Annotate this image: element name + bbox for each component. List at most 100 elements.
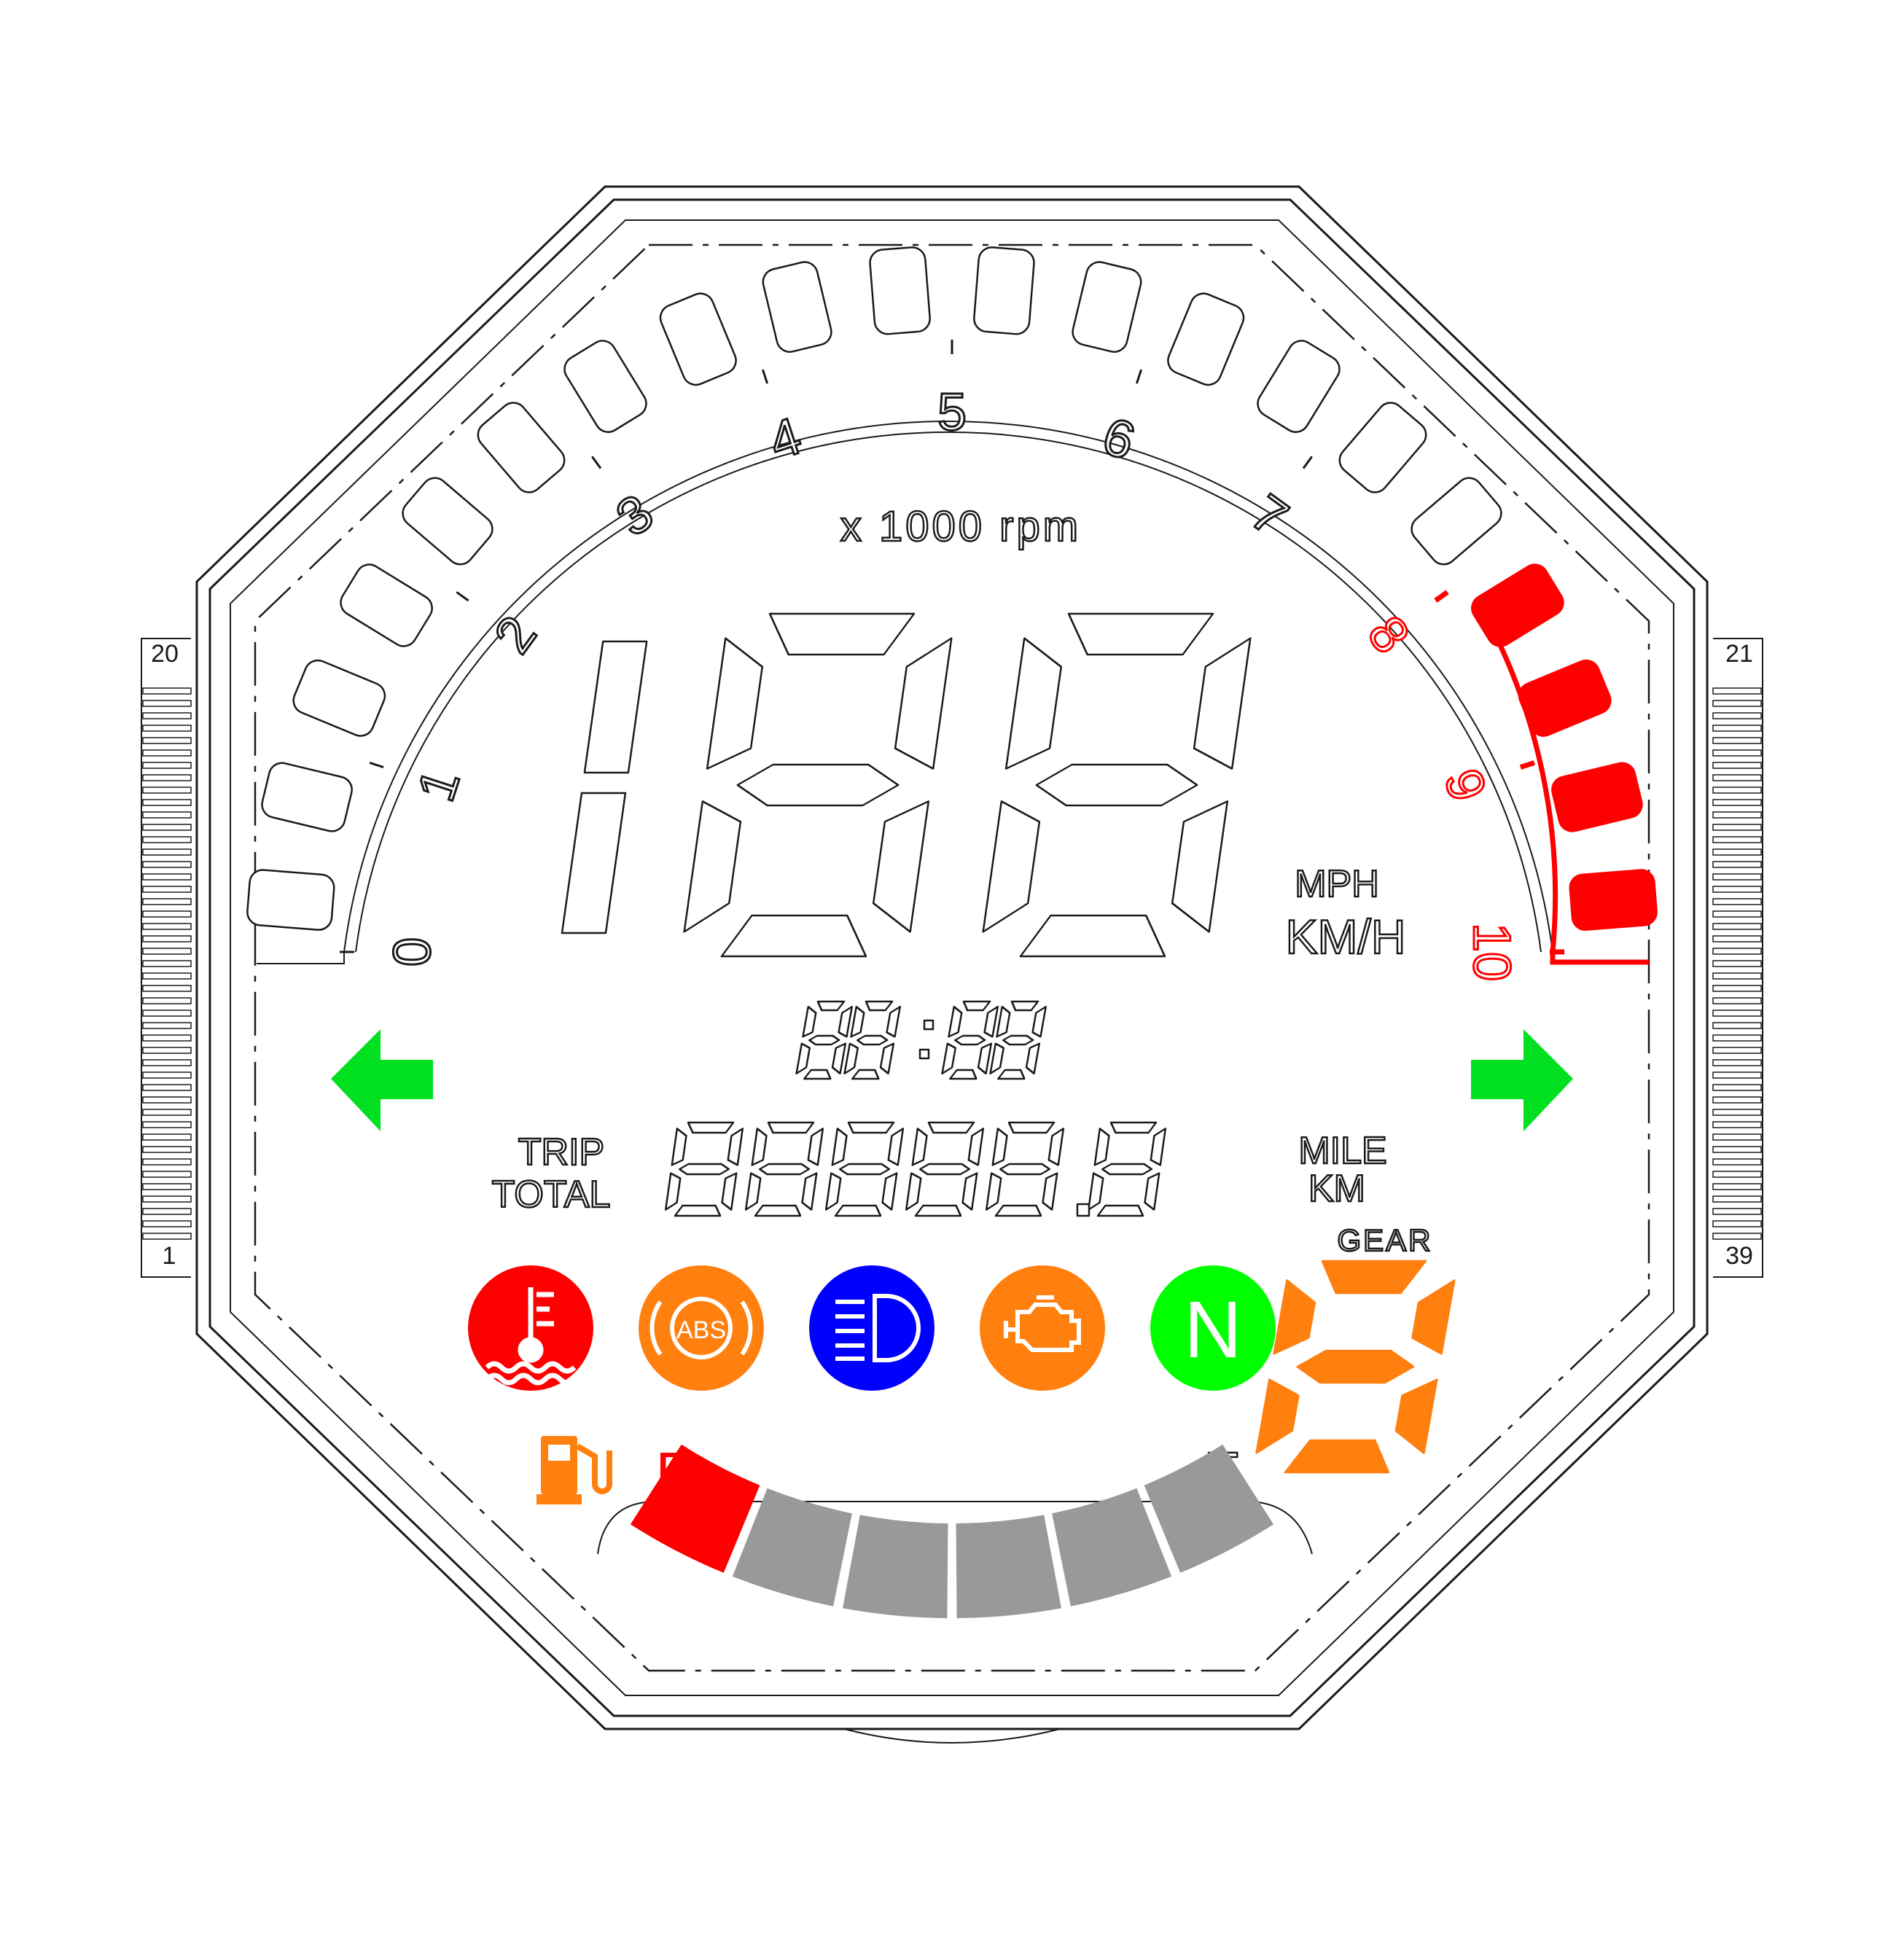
digit-segment [744, 1172, 762, 1211]
digit-segment [802, 1005, 817, 1038]
clock-display [795, 1000, 1047, 1080]
connector-pin [1712, 1121, 1762, 1128]
odometer-unit-km: KM [1308, 1168, 1365, 1210]
tachometer-segment [563, 340, 647, 433]
connector-pin [1712, 985, 1762, 992]
digit-segment [807, 1128, 824, 1166]
connector-pin [142, 712, 192, 719]
gear-digit-glyph [1255, 1260, 1456, 1474]
connector-pin [142, 1146, 192, 1153]
digit-segment [831, 1128, 848, 1166]
connector-pin [142, 836, 192, 843]
connector-pin [1712, 1071, 1762, 1079]
digit-segment [865, 1000, 894, 1012]
odometer-display: TRIP TOTAL MILE KM [491, 1121, 1388, 1217]
digit-segment [1255, 1378, 1300, 1454]
digit-segment [1171, 800, 1229, 933]
digit-segment [997, 1069, 1026, 1080]
connector-pin [1712, 898, 1762, 905]
connector-pin [142, 923, 192, 930]
tachometer-segment-redline [1569, 869, 1658, 931]
gear-digit [1255, 1260, 1456, 1474]
tachometer-scale-label: 9 [1433, 762, 1497, 808]
tachometer-segment-redline [1471, 563, 1564, 647]
tachometer-segment [1167, 292, 1245, 386]
connector-pin [1712, 786, 1762, 794]
digit-segment [989, 1042, 1005, 1075]
tachometer-scale-label: 10 [1462, 923, 1521, 981]
digit-segment [941, 1042, 957, 1075]
digit-segment [824, 1172, 842, 1211]
digit-segment [674, 1204, 722, 1217]
digit-segment [886, 1005, 901, 1038]
connector-pin [142, 1047, 192, 1054]
connector-pin [142, 700, 192, 707]
digit-segment [894, 637, 953, 770]
connector-pin [1712, 799, 1762, 806]
connector-pin [1712, 1084, 1762, 1091]
digit-segment [768, 612, 916, 656]
tachometer-segment [1338, 402, 1427, 493]
connector-pin [142, 1158, 192, 1166]
digit-segment [803, 1069, 832, 1080]
digit-segment [1296, 1349, 1415, 1384]
tachometer-scale-label: 0 [383, 937, 442, 967]
fuel-segment [843, 1515, 948, 1618]
tachometer-segment [340, 563, 433, 647]
odometer-label-trip: TRIP [518, 1131, 604, 1174]
right-turn-arrow-icon [1471, 1029, 1573, 1131]
digit-segment [856, 1034, 889, 1046]
connector-pin [142, 948, 192, 955]
connector-pin [142, 1109, 192, 1116]
connector-pin [142, 985, 192, 992]
digit-segment [881, 1172, 898, 1211]
digit-segment [683, 800, 742, 933]
digit-segment [1004, 637, 1063, 770]
fuel-gauge: E F [537, 1436, 1313, 1618]
odometer-digit [1087, 1121, 1167, 1217]
digit-segment [795, 1042, 811, 1075]
connector-pin [1712, 972, 1762, 980]
connector-pin [1712, 848, 1762, 856]
tachometer-segment [261, 762, 353, 832]
digit-segment [994, 1204, 1042, 1217]
connector-pin [142, 1171, 192, 1178]
coolant-temperature-indicator [468, 1265, 593, 1391]
digit-segment [948, 1005, 963, 1038]
odometer-digit [824, 1121, 905, 1217]
digit-segment [720, 914, 867, 958]
speed-display: MPH KM/H [561, 612, 1407, 964]
tachometer-tick [761, 369, 769, 384]
connector-pin [1712, 687, 1762, 695]
connector-pin [142, 1084, 192, 1091]
digit-segment [879, 1042, 895, 1075]
digit-segment [850, 1005, 865, 1038]
clock-digit [795, 1000, 853, 1080]
digit-segment [1047, 1128, 1065, 1166]
digit-segment [991, 1128, 1008, 1166]
connector-pin [1712, 935, 1762, 942]
connector-pin [142, 1010, 192, 1017]
digit-segment [982, 800, 1041, 933]
digit-segment [1150, 1128, 1167, 1166]
tachometer-tick [1135, 369, 1143, 384]
digit-segment [706, 637, 764, 770]
digit-segment [1109, 1121, 1158, 1134]
connector-pin [142, 1233, 192, 1240]
digit-segment [758, 1163, 811, 1176]
clock-digit [843, 1000, 901, 1080]
connector-pin [1712, 923, 1762, 930]
connector-pin [142, 1195, 192, 1203]
clock-colon-dot [923, 1019, 935, 1031]
speed-digit-hundreds [561, 640, 648, 934]
neutral-indicator-label: N [1184, 1285, 1241, 1375]
digit-segment [751, 1128, 768, 1166]
tachometer-tick [1434, 590, 1449, 603]
connector-pin [142, 737, 192, 744]
tachometer-segment [762, 261, 832, 353]
tachometer-segment [246, 869, 335, 931]
digit-segment [754, 1204, 802, 1217]
connector-pin [1712, 749, 1762, 757]
